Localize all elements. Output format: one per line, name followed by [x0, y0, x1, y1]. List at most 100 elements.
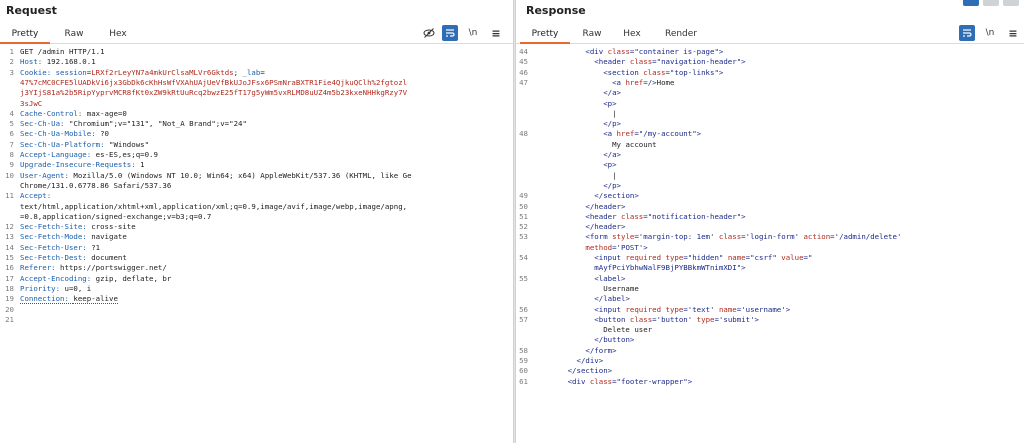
code-token: keep-alive	[73, 294, 118, 305]
code-token: navigation-header	[661, 57, 737, 67]
code-line: 3sJwC	[0, 99, 513, 109]
pane-splitter[interactable]	[513, 0, 516, 443]
wrap-icon[interactable]	[442, 25, 458, 41]
code-line: 20	[0, 305, 513, 315]
code-text: Delete user	[532, 325, 1020, 335]
code-token: Delete user	[603, 325, 653, 335]
code-text: =0.8,application/signed-exchange;v=b3;q=…	[20, 212, 509, 222]
code-token: ='	[830, 232, 840, 242]
code-token: mAyfPciYbhwNalF9BjPYBBkmWTnimXDI	[594, 263, 737, 273]
code-token: ="	[634, 129, 644, 139]
wrap-icon[interactable]	[959, 25, 975, 41]
code-token: ='	[652, 314, 662, 324]
code-text: <header class="navigation-header">	[532, 57, 1020, 67]
code-line: </label>	[516, 294, 1024, 304]
line-number: 14	[5, 242, 14, 252]
response-tab-hex[interactable]: Hex	[623, 29, 641, 39]
code-line: 47<a href=/>Home	[516, 78, 1024, 88]
code-token: Home	[656, 77, 675, 87]
code-text: j3YIjS81a%2b5RipYyprvMCR8fKt0xZW9kRtUuRc…	[20, 88, 509, 98]
code-token: 192.168.0.1	[46, 57, 96, 67]
code-token: =	[260, 67, 265, 77]
code-token: <input	[594, 304, 626, 314]
code-text: Username	[532, 284, 1020, 294]
code-text: method='POST'>	[532, 243, 1020, 253]
code-line: text/html,application/xhtml+xml,applicat…	[0, 202, 513, 212]
response-title: Response	[526, 4, 586, 17]
menu-icon[interactable]: ≡	[491, 26, 501, 40]
code-token: =0.8,application/signed-exchange;v=b3;q=…	[20, 211, 212, 221]
code-token: button	[661, 314, 688, 324]
code-token: class	[621, 211, 644, 221]
layout-split-button[interactable]	[963, 0, 979, 6]
menu-icon[interactable]: ≡	[1008, 26, 1018, 40]
code-token: My account	[612, 139, 657, 149]
response-editor[interactable]: 44<div class="container is-page">45<head…	[516, 46, 1024, 443]
line-number: 17	[5, 273, 14, 283]
response-tab-render[interactable]: Render	[664, 29, 698, 39]
code-text: </button>	[532, 335, 1020, 345]
layout-horizontal-button[interactable]	[983, 0, 999, 6]
code-token: Sec-Fetch-Mode:	[20, 232, 92, 242]
code-token: ?0	[100, 129, 109, 139]
code-token: notification-header	[652, 211, 737, 221]
code-token: ="	[665, 67, 675, 77]
code-token: "	[718, 253, 728, 262]
code-token: Sec-Ch-Ua:	[20, 119, 69, 129]
code-token: https://portswigger.net/	[60, 263, 167, 273]
code-token: Sec-Ch-Ua-Mobile:	[20, 129, 101, 139]
code-text: 3sJwC	[20, 99, 509, 109]
code-text: text/html,application/xhtml+xml,applicat…	[20, 202, 509, 212]
code-text: |	[532, 171, 1020, 181]
code-line: 45 <header class="navigation-header">	[516, 57, 1024, 67]
response-tab-pretty[interactable]: Pretty	[520, 24, 570, 44]
line-number: 4	[9, 108, 14, 118]
code-text: <input required type="hidden" name="csrf…	[532, 253, 1020, 263]
line-number: 3	[9, 67, 14, 77]
line-number: 58	[519, 345, 528, 355]
code-line: 52</header>	[516, 222, 1024, 232]
newline-toggle[interactable]: \n	[985, 28, 995, 38]
code-token: type	[696, 314, 715, 324]
layout-vertical-button[interactable]	[1003, 0, 1019, 6]
code-text: <header class="notification-header">	[532, 212, 1020, 222]
code-token: u=0, i	[64, 283, 92, 293]
code-token: 47%7cMC0CFE5lUADkVi6jx3GbDk6cKhHsWfVXAhU…	[20, 77, 408, 87]
code-token: '	[710, 232, 719, 242]
code-line: </p>	[516, 119, 1024, 129]
code-text: </a>	[532, 150, 1020, 160]
code-token: session	[55, 67, 87, 77]
code-token: "Chromium";v="131", "Not_A Brand";v="24"	[68, 119, 247, 129]
code-token: Connection:	[20, 294, 74, 305]
code-token: '>	[750, 314, 759, 324]
code-token: class	[589, 376, 613, 386]
request-tab-raw[interactable]: Raw	[64, 29, 84, 39]
code-text: mAyfPciYbhwNalF9BjPYBBkmWTnimXDI">	[532, 263, 1020, 273]
newline-toggle[interactable]: \n	[468, 28, 478, 38]
code-text: User-Agent: Mozilla/5.0 (Windows NT 10.0…	[20, 171, 509, 181]
code-line: 55<label>	[516, 274, 1024, 284]
code-token: value	[781, 253, 804, 262]
line-number: 15	[5, 253, 14, 262]
code-token: <form	[585, 232, 613, 242]
line-number: 57	[519, 314, 528, 324]
line-number: 45	[519, 57, 528, 67]
code-line: 53<form style='margin-top: 1em' class='l…	[516, 232, 1024, 242]
code-token: class	[629, 314, 653, 324]
request-tab-hex[interactable]: Hex	[109, 29, 127, 39]
code-line: </a>	[516, 88, 1024, 98]
code-text: <p>	[532, 160, 1020, 170]
eye-off-icon[interactable]	[421, 25, 437, 41]
code-token: ">	[736, 57, 746, 67]
request-tab-pretty[interactable]: Pretty	[0, 24, 50, 44]
code-token: </div>	[576, 356, 604, 365]
code-text: My account	[532, 140, 1020, 150]
line-number: 48	[519, 129, 528, 139]
response-tab-raw[interactable]: Raw	[582, 29, 602, 39]
code-token: name	[727, 253, 746, 262]
code-token: class	[643, 67, 666, 77]
code-token: href	[625, 77, 644, 87]
